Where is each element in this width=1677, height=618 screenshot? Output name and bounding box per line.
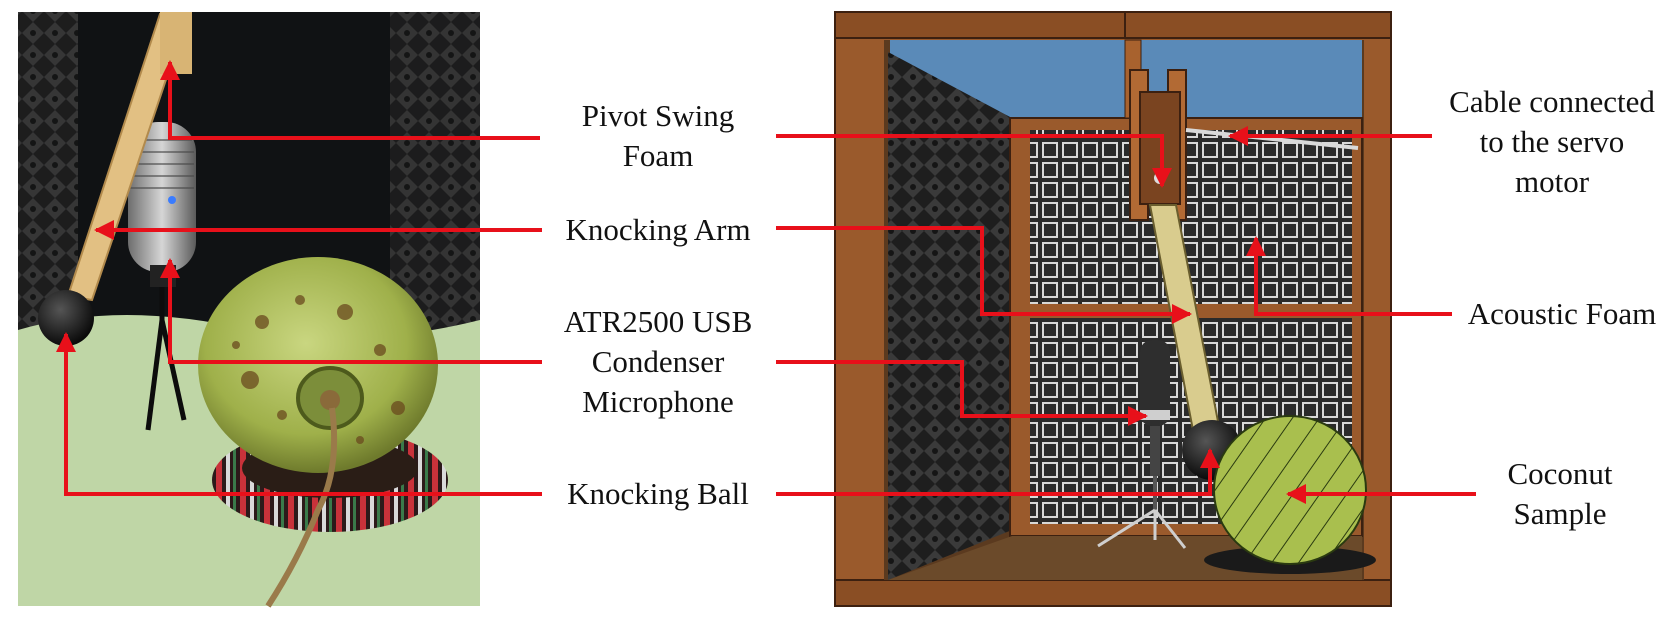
- coconut-render: [1213, 415, 1367, 565]
- arrow-arm-right: [776, 226, 1192, 324]
- label-line: Microphone: [582, 384, 734, 419]
- label-line: ATR2500 USB: [563, 304, 753, 339]
- label-coconut-sample: Coconut Sample: [1480, 454, 1640, 534]
- arrow-acoustic-foam: [1246, 236, 1452, 316]
- servo-cable: [1185, 128, 1359, 150]
- label-microphone: ATR2500 USB Condenser Microphone: [543, 302, 773, 422]
- arrow-ball-left: [56, 332, 542, 496]
- coconut-fiber: [265, 407, 338, 608]
- label-line: Knocking Ball: [567, 476, 749, 511]
- microphone-render: [1097, 340, 1187, 549]
- arrow-pivot-right: [776, 134, 1172, 188]
- label-line: Acoustic Foam: [1467, 296, 1657, 331]
- arrow-ball-right: [776, 448, 1220, 496]
- render-left-foam: [888, 52, 1012, 580]
- label-line: Sample: [1513, 496, 1607, 531]
- label-line: Coconut: [1507, 456, 1613, 491]
- label-line: Foam: [622, 138, 694, 173]
- label-line: motor: [1514, 164, 1590, 199]
- label-cable-servo: Cable connected to the servo motor: [1436, 82, 1668, 202]
- label-knocking-ball: Knocking Ball: [543, 474, 773, 514]
- label-line: Cable connected: [1449, 84, 1655, 119]
- label-acoustic-foam: Acoustic Foam: [1456, 294, 1668, 334]
- photo-panel: [18, 12, 480, 608]
- label-line: Condenser: [591, 344, 725, 379]
- label-line: Knocking Arm: [565, 212, 751, 247]
- label-pivot-swing-foam: Pivot Swing Foam: [543, 96, 773, 176]
- arrow-mic-left: [160, 258, 542, 364]
- arrows: [56, 60, 1476, 504]
- acoustic-foam-upper: [1030, 130, 1352, 304]
- label-line: Pivot Swing: [581, 98, 735, 133]
- label-knocking-arm: Knocking Arm: [543, 210, 773, 250]
- coconut-photo: [198, 257, 438, 473]
- render-panel: [834, 11, 1392, 607]
- arrow-pivot-left: [160, 60, 540, 140]
- label-line: to the servo: [1479, 124, 1625, 159]
- pivot-assembly: [1129, 69, 1187, 221]
- arrow-mic-right: [776, 360, 1148, 426]
- knocking-ball-photo: [38, 290, 94, 346]
